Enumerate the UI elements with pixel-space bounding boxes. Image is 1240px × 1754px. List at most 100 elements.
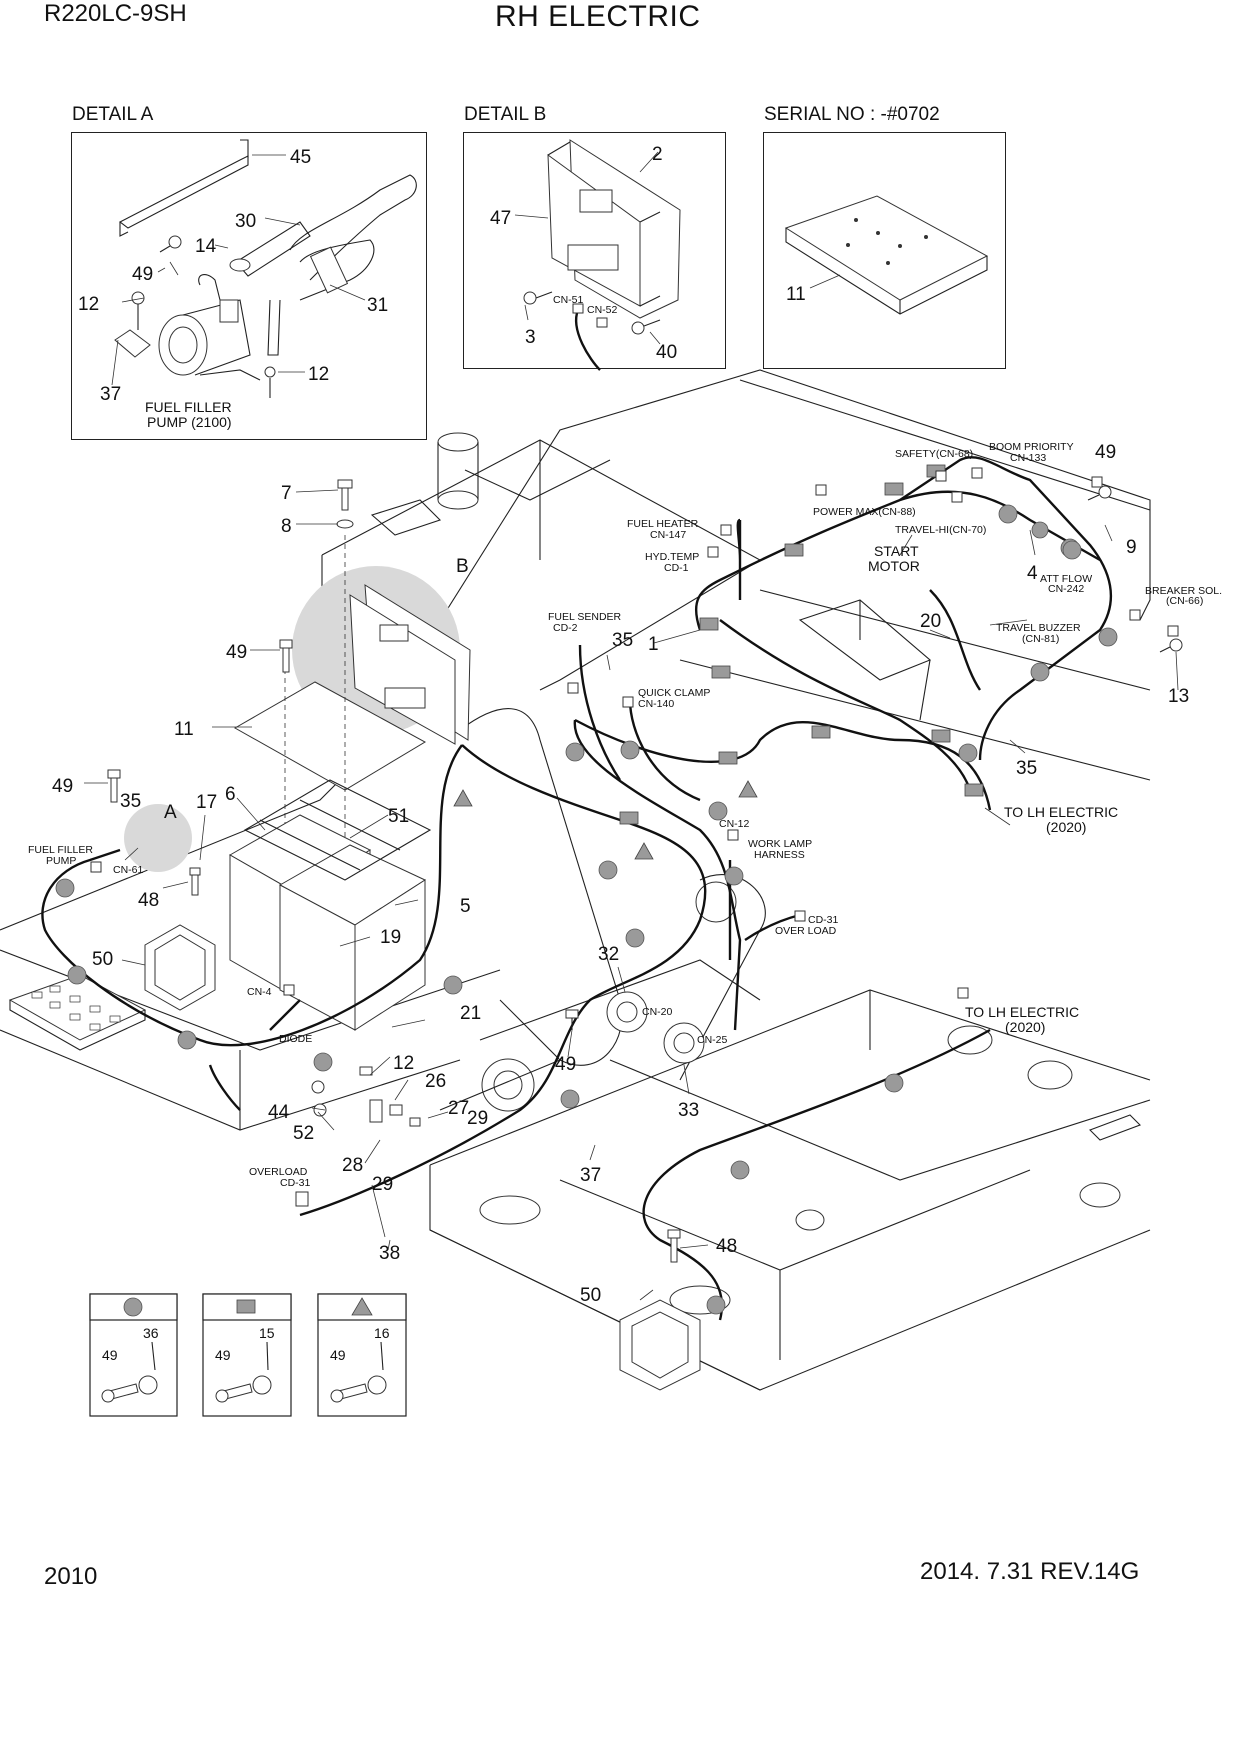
callout-number: 32: [598, 944, 619, 965]
connector-labels: FUEL HEATER CN-147 HYD.TEMP CD-1 FUEL SE…: [28, 441, 1222, 1189]
legend-part-number: 49: [215, 1347, 231, 1363]
callout-number: 27: [448, 1098, 469, 1119]
connector-label: HARNESS: [754, 849, 805, 861]
callout-number: 29: [467, 1108, 488, 1129]
connector-label: OVER LOAD: [775, 925, 837, 937]
connector-label: (2020): [1005, 1019, 1045, 1035]
detail-b-drawing: 2 47 3 40 CN-51 CN-52: [490, 139, 681, 371]
horns: [606, 991, 705, 1064]
connector-label: QUICK CLAMP: [638, 687, 710, 699]
detail-a-marker: A: [164, 802, 177, 823]
callout-number: 20: [920, 611, 941, 632]
callout-number: 19: [380, 927, 401, 948]
connector-label: WORK LAMP: [748, 838, 812, 850]
detail-b-frame: [463, 132, 726, 369]
plate-11: [233, 681, 427, 791]
leader-lines: [84, 489, 1179, 1301]
detail-b-marker: B: [456, 556, 469, 577]
connector-label: ATT FLOW: [1040, 573, 1092, 585]
callout-number: 26: [425, 1071, 446, 1092]
connector-label: CN-133: [1010, 452, 1046, 464]
cn52-label: CN-52: [587, 304, 618, 316]
callout-number: 12: [393, 1053, 414, 1074]
callout-number: 50: [580, 1285, 601, 1306]
detail-a-heading: DETAIL A: [72, 104, 154, 125]
connector-label: TRAVEL BUZZER: [996, 622, 1081, 634]
connectors: [90, 467, 1179, 999]
legend-part-number: 49: [102, 1347, 118, 1363]
connector-label: CD-31: [280, 1177, 311, 1189]
main-callouts: 7 8 49 11 49 35 17 6 51 48 50 5 19 21 12…: [52, 442, 1189, 1306]
callout-number: 49: [1095, 442, 1116, 463]
page-title: RH ELECTRIC: [495, 0, 701, 33]
serial-callout-11: 11: [786, 284, 806, 305]
connector-label: HYD.TEMP: [645, 551, 699, 563]
legend-part-number: 49: [330, 1347, 346, 1363]
callout-number: 33: [678, 1100, 699, 1121]
callout-number: 9: [1126, 537, 1137, 558]
callout-number: 8: [281, 516, 292, 537]
connector-label: MOTOR: [868, 558, 920, 574]
connector-label: CN-4: [247, 986, 272, 998]
clamp-legend: 36 49 15 49 16 49: [89, 1293, 407, 1417]
connector-label: CD-31: [808, 914, 839, 926]
connector-label: CN-147: [650, 529, 686, 541]
connector-label: FUEL FILLER: [28, 844, 93, 856]
legend-part-number: 36: [143, 1325, 159, 1341]
callout-number: 48: [716, 1236, 737, 1257]
connector-label: START: [874, 543, 919, 559]
connector-label: TO LH ELECTRIC: [1004, 804, 1118, 820]
callout-number: 4: [1027, 563, 1038, 584]
revision-date: 2014. 7.31 REV.14G: [920, 1558, 1140, 1585]
page-number: 2010: [44, 1563, 98, 1590]
connector-label: CN-25: [697, 1034, 728, 1046]
callout-number: 17: [196, 792, 217, 813]
connector-label: TRAVEL-HI(CN-70): [895, 524, 986, 536]
detail-b-callout: 3: [525, 327, 536, 348]
callout-number: 49: [226, 642, 247, 663]
callout-number: 49: [52, 776, 73, 797]
callout-number: 38: [379, 1243, 400, 1264]
detail-a-callout: 12: [78, 294, 99, 315]
callout-number: 35: [612, 630, 633, 651]
legend-part-number: 15: [259, 1325, 275, 1341]
detail-b-callout: 47: [490, 208, 511, 229]
legend-part-number: 16: [374, 1325, 390, 1341]
detail-a-callout: 37: [100, 384, 121, 405]
work-lamp-lower: [619, 1299, 701, 1391]
callout-number: 49: [555, 1054, 576, 1075]
connector-label: FUEL HEATER: [627, 518, 699, 530]
detail-a-callout: 31: [367, 295, 388, 316]
callout-number: 37: [580, 1165, 601, 1186]
bolts: [107, 479, 1183, 1263]
connector-label: CN-61: [113, 864, 144, 876]
connector-label: (2020): [1046, 819, 1086, 835]
callout-number: 35: [120, 791, 141, 812]
detail-a-callout: 49: [132, 264, 153, 285]
clamp-markers-triangle: [453, 780, 758, 860]
connector-label: CN-20: [642, 1006, 673, 1018]
frame-structure: [0, 369, 1151, 1391]
callout-number: 7: [281, 483, 292, 504]
callout-number: 1: [648, 634, 659, 655]
serial-heading: SERIAL NO : -#0702: [764, 104, 940, 125]
serial-frame: [763, 132, 1006, 369]
controller-unit: [349, 584, 471, 745]
callout-number: 44: [268, 1102, 290, 1123]
cn51-label: CN-51: [553, 294, 584, 306]
connector-label: CD-1: [664, 562, 689, 574]
callout-number: 5: [460, 896, 471, 917]
connector-label: OVERLOAD: [249, 1166, 308, 1178]
batteries: [228, 779, 432, 1031]
callout-number: 51: [388, 806, 409, 827]
detail-a-callout: 30: [235, 211, 256, 232]
connector-label: CD-2: [553, 622, 578, 634]
connector-label: (CN-66): [1166, 595, 1203, 607]
callout-number: 6: [225, 784, 236, 805]
clamp-markers-circle: [55, 504, 1118, 1315]
detail-a-callout: 12: [308, 364, 329, 385]
detail-b-callout: 2: [652, 144, 663, 165]
detail-a-callout: 45: [290, 147, 311, 168]
callout-number: 50: [92, 949, 113, 970]
